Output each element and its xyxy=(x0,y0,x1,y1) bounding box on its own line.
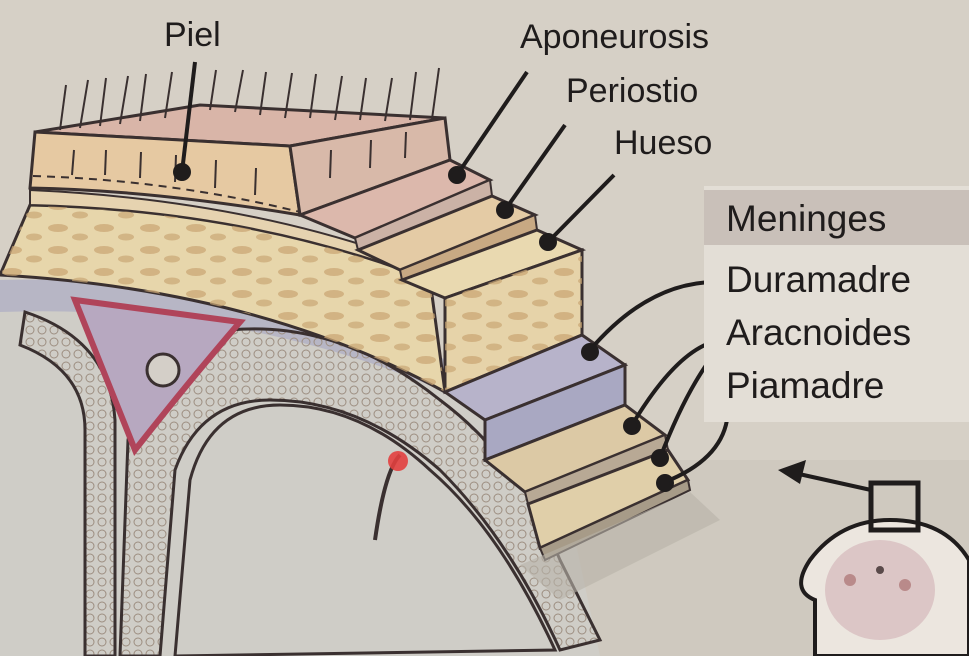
label-aracnoides: Aracnoides xyxy=(726,314,911,351)
label-aponeurosis: Aponeurosis xyxy=(520,20,709,54)
label-piel: Piel xyxy=(164,18,221,52)
meninges-title: Meninges xyxy=(726,200,886,237)
arachnoid-granulation xyxy=(147,354,179,386)
label-duramadre: Duramadre xyxy=(726,261,911,298)
label-piamadre: Piamadre xyxy=(726,367,884,404)
label-hueso: Hueso xyxy=(614,126,712,160)
label-periostio: Periostio xyxy=(566,74,698,108)
blood-vessel xyxy=(388,451,408,471)
